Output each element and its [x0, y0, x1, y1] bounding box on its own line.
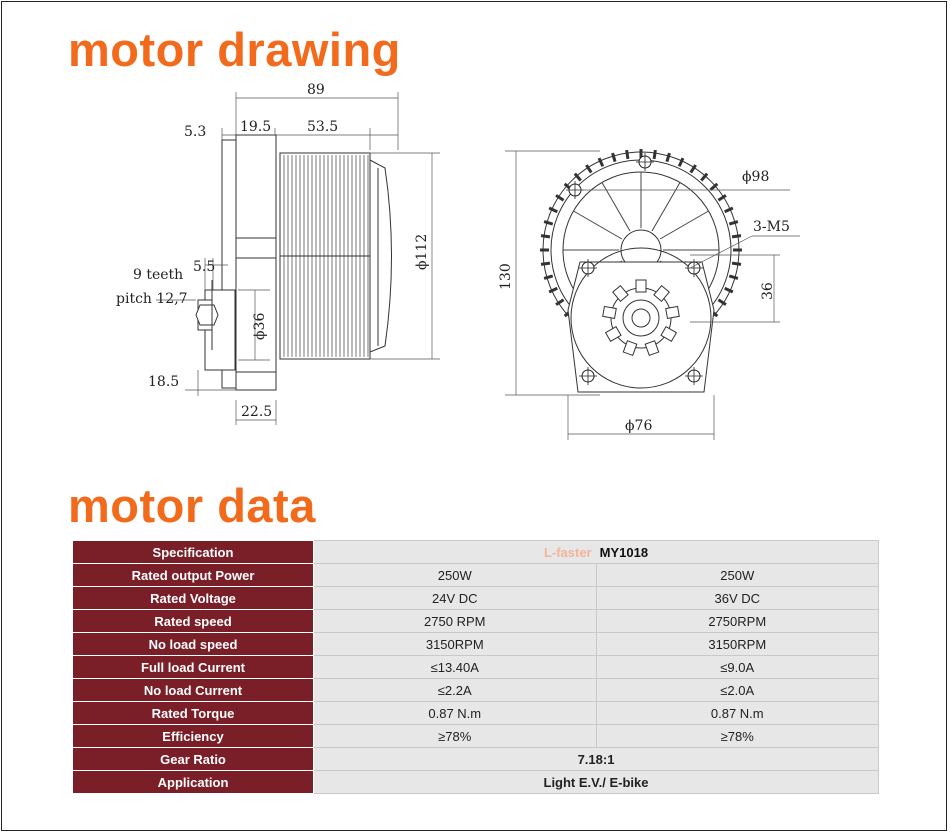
value-a: ≤13.40A [313, 655, 597, 679]
dim-5-5: 5.5 [193, 259, 215, 275]
dim-18-5: 18.5 [148, 374, 179, 390]
row-label: Rated speed [72, 609, 314, 633]
table-row: Gear Ratio 7.18:1 [72, 747, 879, 771]
value-b: 36V DC [595, 586, 879, 610]
value-a: ≤2.2A [313, 678, 597, 702]
value-a: 3150RPM [313, 632, 597, 656]
row-label: Rated output Power [72, 563, 314, 587]
drawing-heading: motor drawing [68, 23, 401, 76]
dim-89: 89 [307, 82, 325, 98]
dim-22-5: 22.5 [241, 404, 272, 420]
data-heading: motor data [68, 479, 316, 532]
model-name: MY1018 [599, 544, 649, 560]
row-label: No load Current [72, 678, 314, 702]
dim-53-5: 53.5 [307, 119, 338, 135]
dim-3-m5: 3-M5 [753, 219, 790, 235]
value-b: 3150RPM [595, 632, 879, 656]
dim-19-5: 19.5 [240, 119, 271, 135]
value-b: 2750RPM [595, 609, 879, 633]
value-a: 24V DC [313, 586, 597, 610]
dim-98: ϕ98 [742, 169, 769, 185]
dim-130: 130 [498, 263, 514, 290]
value-a: 0.87 N.m [313, 701, 597, 725]
dim-76: ϕ76 [625, 418, 652, 434]
dim-112: ϕ112 [414, 234, 430, 270]
row-label: Full load Current [72, 655, 314, 679]
spec-table: Specification L-faster MY1018 Rated outpu… [72, 540, 879, 794]
row-label: Rated Torque [72, 701, 314, 725]
row-label: Rated Voltage [72, 586, 314, 610]
dim-pitch: pitch 12,7 [116, 291, 188, 307]
brand-name: L-faster [543, 544, 592, 560]
table-row: Efficiency≥78%≥78% [72, 724, 879, 748]
dim-36-shaft: ϕ36 [252, 313, 268, 340]
value-b: ≥78% [595, 724, 879, 748]
dim-5-3: 5.3 [184, 124, 206, 140]
motor-drawing: 89 5.3 19.5 53.5 ϕ112 9 teeth pitch 12,7… [116, 82, 800, 440]
table-row: No load Current≤2.2A≤2.0A [72, 678, 879, 702]
row-label: Application [72, 770, 314, 794]
value-a: 2750 RPM [313, 609, 597, 633]
value-a: ≥78% [313, 724, 597, 748]
table-row: Specification L-faster MY1018 [72, 540, 879, 564]
row-label: Specification [72, 540, 314, 564]
dim-teeth: 9 teeth [133, 267, 183, 283]
application-value: Light E.V./ E-bike [313, 770, 879, 794]
row-label: Efficiency [72, 724, 314, 748]
model-cell: L-faster MY1018 [313, 540, 879, 564]
value-b: ≤2.0A [595, 678, 879, 702]
gear-ratio-value: 7.18:1 [313, 747, 879, 771]
row-label: No load speed [72, 632, 314, 656]
value-b: 250W [595, 563, 879, 587]
table-row: Full load Current≤13.40A≤9.0A [72, 655, 879, 679]
table-row: Application Light E.V./ E-bike [72, 770, 879, 794]
value-b: ≤9.0A [595, 655, 879, 679]
value-b: 0.87 N.m [595, 701, 879, 725]
dim-36: 36 [760, 282, 776, 300]
row-label: Gear Ratio [72, 747, 314, 771]
value-a: 250W [313, 563, 597, 587]
